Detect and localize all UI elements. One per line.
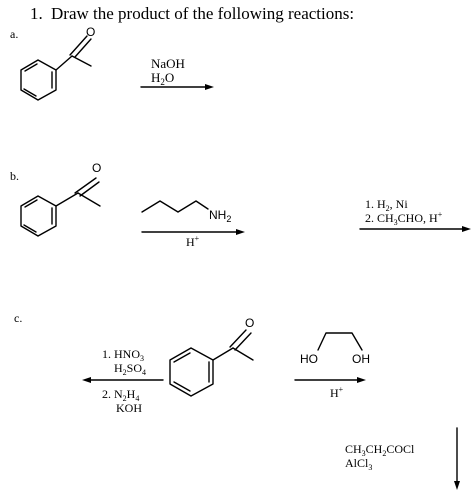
question-title: 1. Draw the product of the following rea… — [30, 4, 354, 23]
reagent-koh: KOH — [116, 401, 142, 415]
carbonyl-oxygen-a: O — [86, 25, 95, 39]
acid-catalyst-b: H+ — [186, 234, 200, 249]
diol-left-label: HO — [300, 352, 318, 366]
reagent-step1-b: 1. H2, Ni — [365, 197, 408, 213]
butylamine: NH2 — [141, 200, 231, 224]
reaction-arrow-a — [140, 84, 214, 90]
acetophenone-c: O — [169, 316, 254, 397]
reagents-c-left: 1. HNO3 H2SO4 2. N2H4 KOH — [102, 347, 146, 415]
reagent-propanoyl-chloride: CH3CH2COCl — [345, 442, 415, 458]
reagents-c-down: CH3CH2COCl AlCl3 — [345, 442, 415, 472]
carbonyl-oxygen-c: O — [245, 316, 254, 330]
reaction-arrow-b2 — [359, 226, 471, 232]
part-a-label: a. — [10, 27, 18, 41]
reagent-step2-b: 2. CH3CHO, H+ — [365, 210, 443, 227]
ethylene-glycol: HO OH — [300, 332, 370, 366]
reaction-arrow-b1 — [141, 229, 245, 235]
reagent-n2h4: 2. N2H4 — [102, 387, 139, 403]
diol-right-label: OH — [352, 352, 370, 366]
carbonyl-oxygen-b: O — [92, 161, 101, 175]
reagents-a: NaOH H2O — [151, 56, 185, 87]
part-c-label: c. — [14, 311, 22, 325]
reaction-arrow-c-down — [454, 427, 460, 490]
reagent-h2so4: H2SO4 — [114, 361, 146, 377]
acetophenone-a: O — [20, 25, 95, 101]
acid-catalyst-c: H+ — [330, 385, 344, 400]
reagent-naoh: NaOH — [151, 56, 185, 71]
reagent-water: H2O — [151, 70, 174, 87]
reagent-alcl3: AlCl3 — [345, 456, 372, 472]
reaction-arrow-c-left — [82, 377, 164, 383]
reagents-b2: 1. H2, Ni 2. CH3CHO, H+ — [365, 197, 443, 227]
reagent-hno3: 1. HNO3 — [102, 347, 144, 363]
amine-label: NH2 — [209, 208, 231, 224]
part-b-label: b. — [10, 169, 19, 183]
acetophenone-b: O — [20, 161, 101, 237]
reaction-arrow-c-right — [294, 377, 366, 383]
